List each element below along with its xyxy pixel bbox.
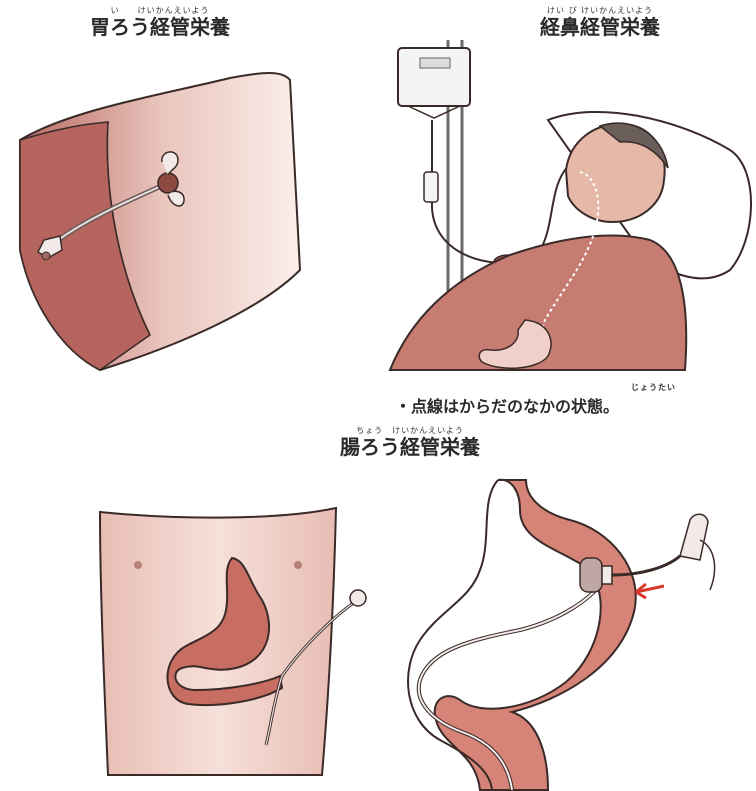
gastrostomy-figure <box>20 73 300 370</box>
stomach-detail <box>435 480 636 790</box>
ng-tube <box>432 120 572 263</box>
jejunostomy-stomach-figure <box>408 480 715 790</box>
feeding-bag <box>398 48 470 106</box>
gastrostomy-button <box>158 173 178 193</box>
jejunostomy-torso-figure <box>100 508 366 775</box>
nasogastric-figure <box>390 40 751 370</box>
